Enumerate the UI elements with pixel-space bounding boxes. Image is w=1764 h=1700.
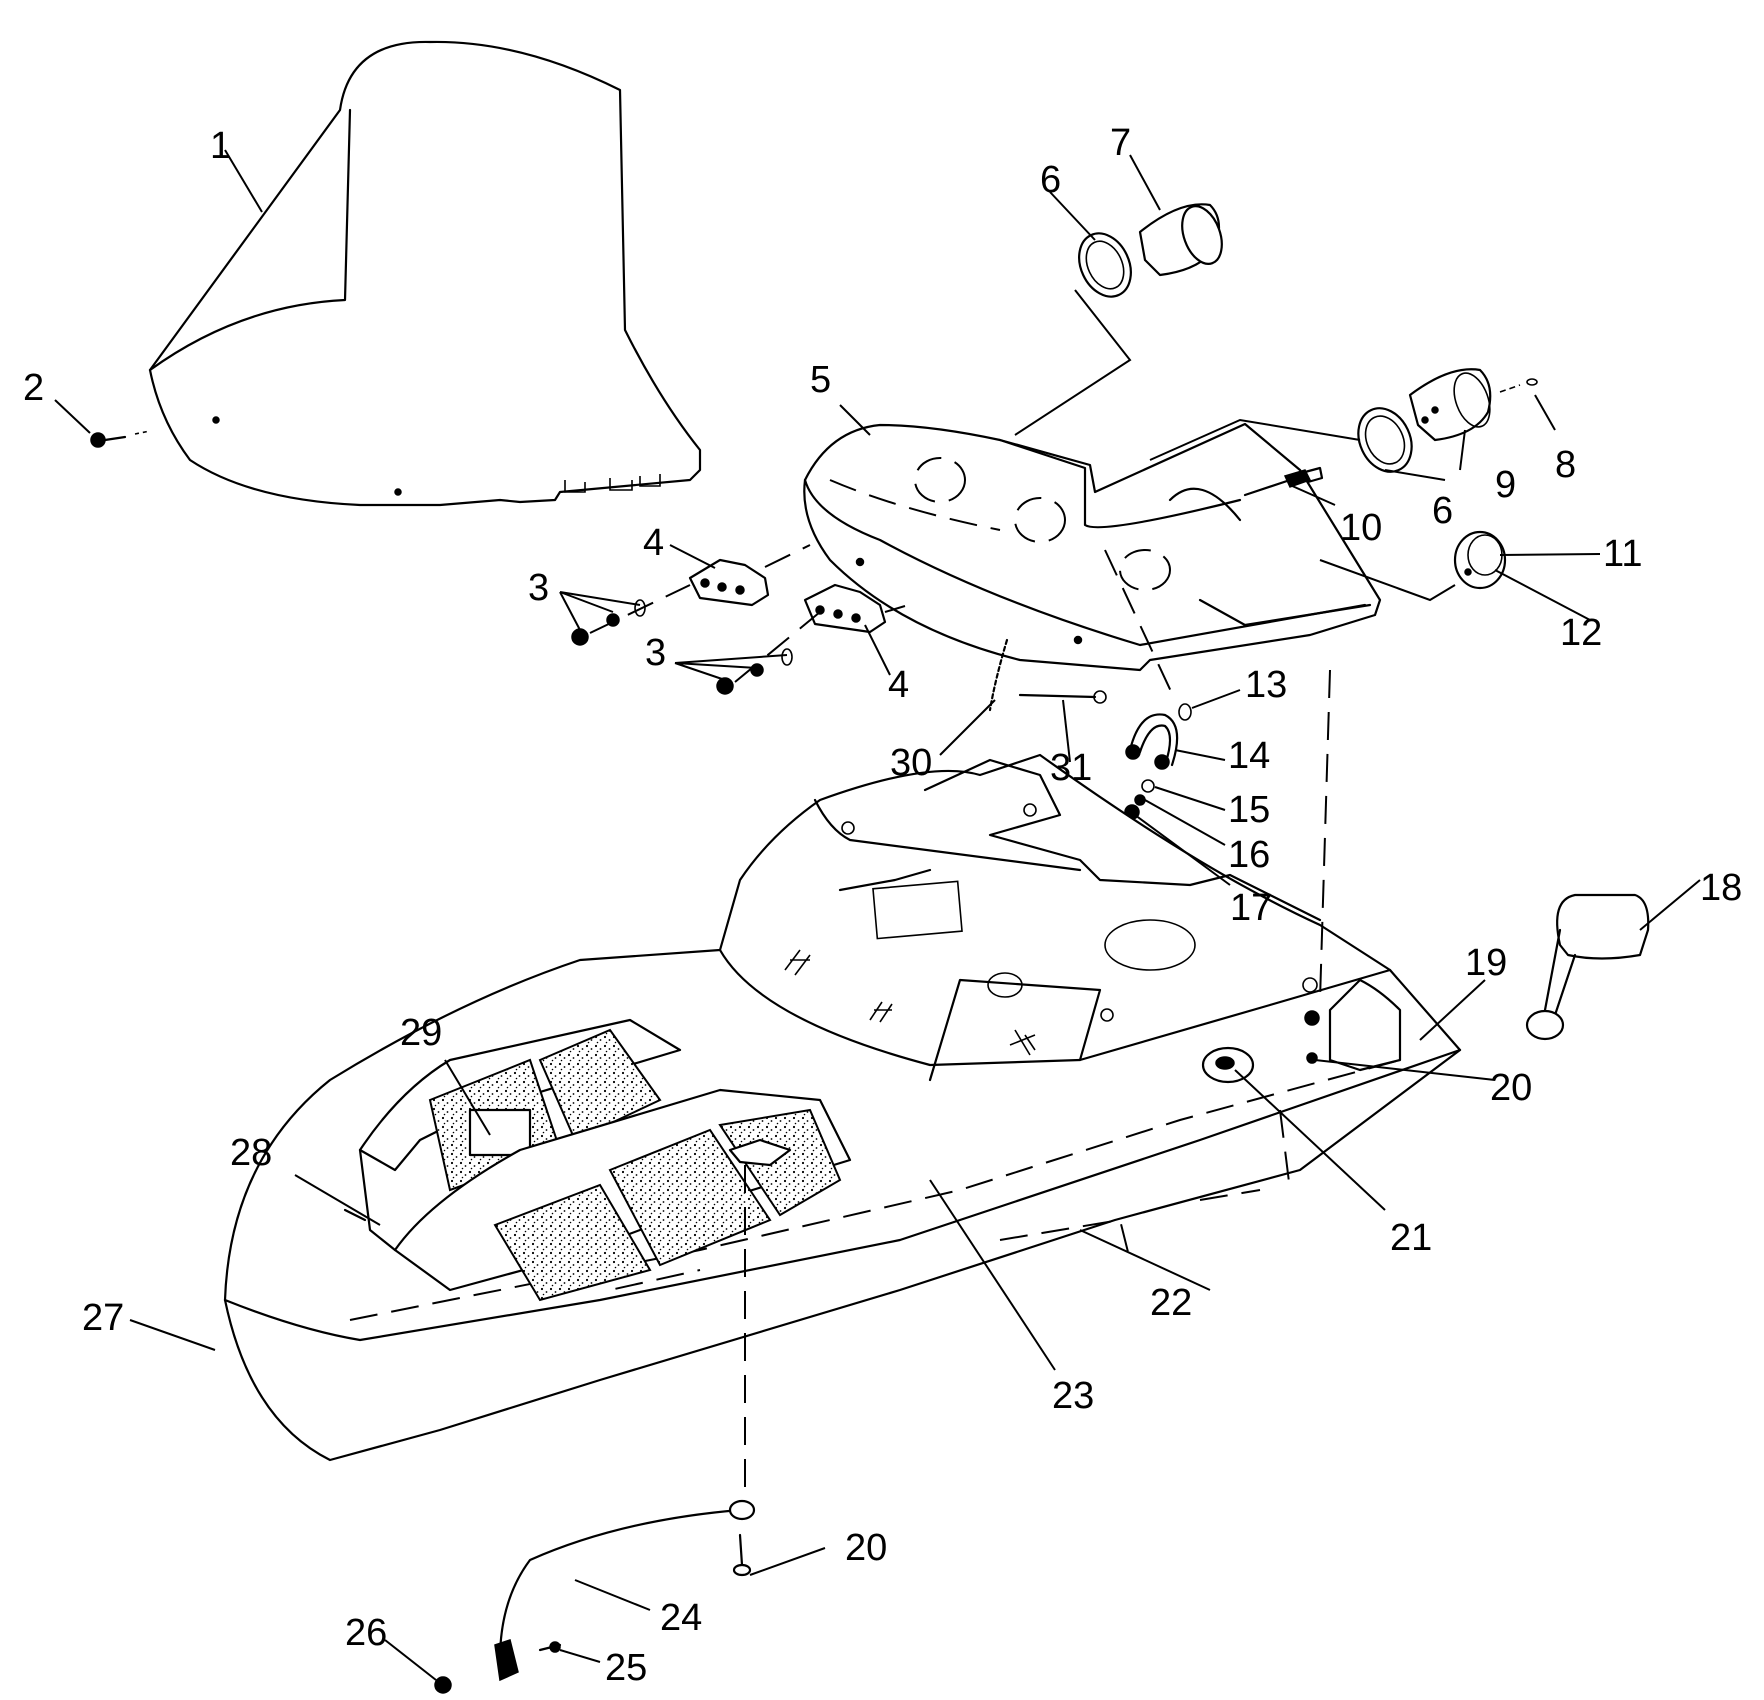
callout-9: 9 <box>1495 464 1516 506</box>
callout-11: 11 <box>1603 533 1642 575</box>
callout-8: 8 <box>1555 444 1576 486</box>
callout-6a: 6 <box>1040 159 1061 201</box>
wire-harness <box>434 1499 756 1694</box>
callout-25: 25 <box>605 1647 647 1689</box>
callout-20a: 20 <box>1490 1067 1532 1109</box>
callout-22: 22 <box>1150 1282 1192 1324</box>
callout-29: 29 <box>400 1012 442 1054</box>
callout-23: 23 <box>1052 1375 1094 1417</box>
callout-1: 1 <box>210 125 231 167</box>
callout-26: 26 <box>345 1612 387 1654</box>
callout-24: 24 <box>660 1597 702 1639</box>
windshield <box>148 40 702 507</box>
callout-5: 5 <box>810 359 831 401</box>
callout-18: 18 <box>1700 867 1742 909</box>
callout-21: 21 <box>1390 1217 1432 1259</box>
callout-numbers: 1 2 3 3 4 4 5 6 6 7 8 9 10 11 12 13 14 1… <box>23 122 1742 1689</box>
callout-4b: 4 <box>888 664 909 706</box>
callout-2: 2 <box>23 367 44 409</box>
windshield-screw <box>90 430 151 448</box>
callout-16: 16 <box>1228 834 1270 876</box>
callout-3a: 3 <box>528 567 549 609</box>
mounting-bracket-upper <box>688 558 770 607</box>
bulb <box>1499 378 1538 393</box>
callout-12: 12 <box>1560 612 1602 654</box>
callout-6b: 6 <box>1432 490 1453 532</box>
hood-screw-lower <box>732 1533 752 1577</box>
gauge-trim-ring-right <box>1357 407 1413 473</box>
callout-30: 30 <box>890 742 932 784</box>
callout-7: 7 <box>1110 122 1131 164</box>
callout-leaders <box>54 149 1701 1681</box>
callout-20b: 20 <box>845 1527 887 1569</box>
callout-28: 28 <box>230 1132 272 1174</box>
indicator-light <box>1453 530 1507 590</box>
speedometer-gauge <box>1138 203 1223 277</box>
callout-19: 19 <box>1465 942 1507 984</box>
gauge-trim-ring-upper <box>1078 232 1132 298</box>
callout-27: 27 <box>82 1297 124 1339</box>
callout-17: 17 <box>1230 887 1272 929</box>
mounting-bracket-lower <box>803 583 887 634</box>
tachometer-gauge <box>1408 368 1492 442</box>
hood-screw-right <box>1319 669 1331 1001</box>
callout-3b: 3 <box>645 632 666 674</box>
callout-15: 15 <box>1228 789 1270 831</box>
callout-31: 31 <box>1050 747 1092 789</box>
callout-13: 13 <box>1245 664 1287 706</box>
mirror <box>1525 893 1650 1041</box>
console-panel <box>803 422 1382 672</box>
callout-4a: 4 <box>643 522 664 564</box>
ignition-switch <box>1243 466 1324 497</box>
callout-10: 10 <box>1340 507 1382 549</box>
hood-body <box>223 753 1462 1500</box>
callout-14: 14 <box>1228 735 1270 777</box>
retaining-pin <box>1018 690 1107 704</box>
